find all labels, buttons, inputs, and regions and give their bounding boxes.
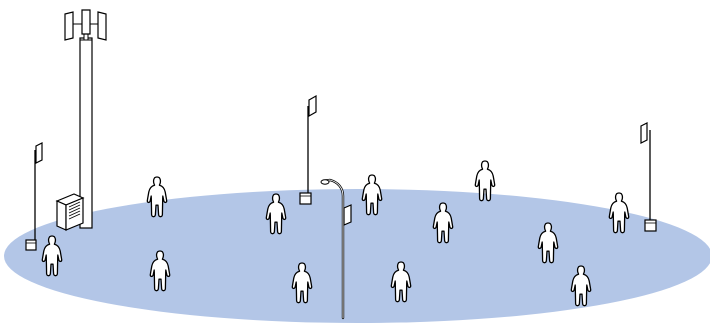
cell-tower-icon [64, 9, 107, 229]
small-cell-pole-icon [299, 94, 317, 205]
coverage-area [4, 189, 710, 323]
small-cell-pole-icon [640, 122, 657, 232]
small-cell-pole-icon [25, 142, 43, 251]
equipment-cabinet-icon [55, 193, 85, 231]
street-light-small-cell-icon [320, 178, 352, 320]
